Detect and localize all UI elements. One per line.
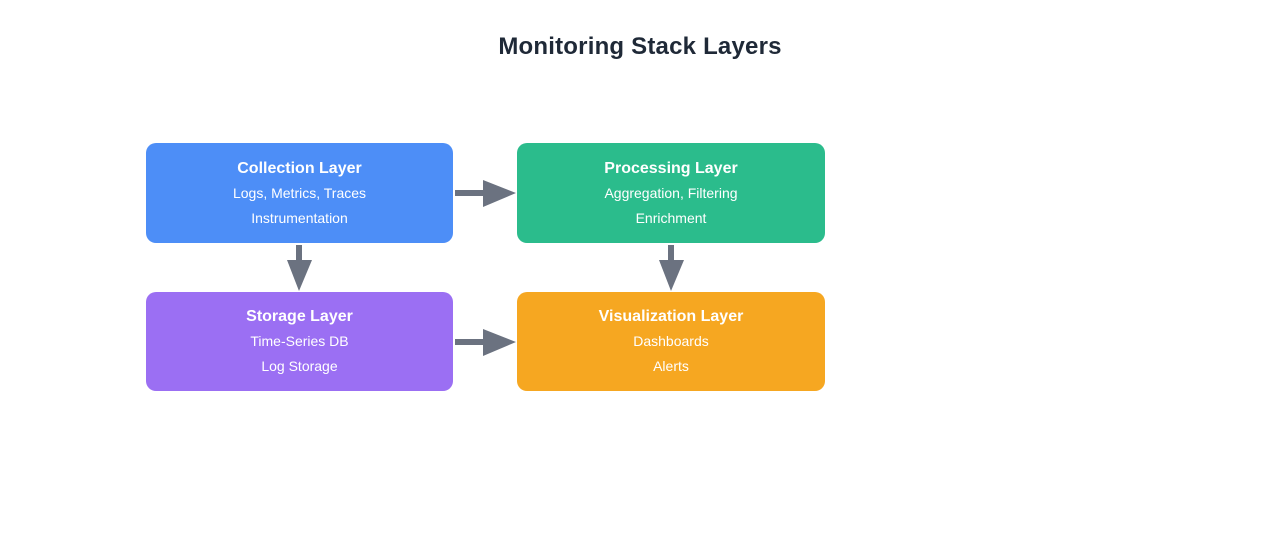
connector-processing-to-visualization-arrow-icon [659,245,684,291]
node-storage-title: Storage Layer [246,308,353,325]
node-collection-title: Collection Layer [237,159,362,177]
node-processing-title: Processing Layer [604,159,738,177]
node-collection-line-2: Instrumentation [251,209,348,226]
node-storage-layer: Storage Layer Time-Series DB Log Storage [146,292,453,391]
node-storage-line-1: Time-Series DB [250,333,349,349]
connector-storage-to-visualization-arrow-icon [455,329,516,356]
connector-collection-to-processing-arrow-icon [455,180,516,207]
node-processing-layer: Processing Layer Aggregation, Filtering … [517,143,825,243]
node-storage-line-2: Log Storage [261,358,338,374]
connector-collection-to-storage-arrow-icon [287,245,312,291]
node-processing-line-1: Aggregation, Filtering [604,184,738,201]
node-visualization-line-2: Alerts [653,358,689,374]
node-visualization-title: Visualization Layer [598,308,744,325]
node-collection-line-1: Logs, Metrics, Traces [232,184,367,201]
node-processing-line-2: Enrichment [635,209,707,226]
node-collection-layer: Collection Layer Logs, Metrics, Traces I… [146,143,453,243]
node-visualization-layer: Visualization Layer Dashboards Alerts [517,292,825,391]
node-visualization-line-1: Dashboards [633,333,709,349]
diagram-title: Monitoring Stack Layers [498,33,782,60]
